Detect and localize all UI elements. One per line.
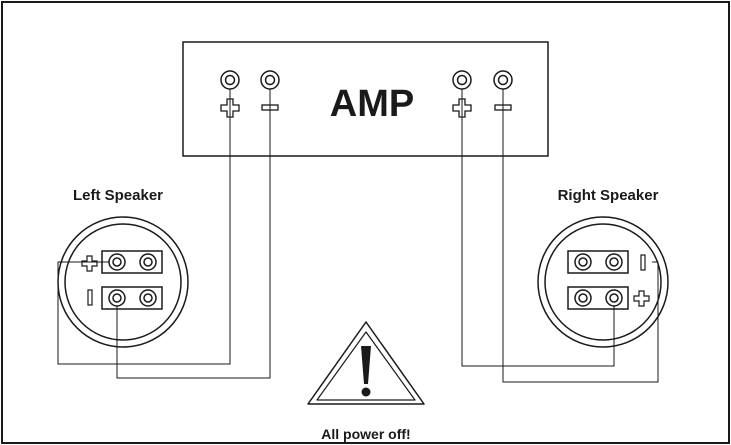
wire-left-negative bbox=[116, 89, 271, 379]
exclamation-dot bbox=[361, 387, 371, 397]
left-speaker-inner-ring bbox=[64, 223, 182, 341]
right-speaker-label: Right Speaker bbox=[558, 187, 659, 204]
right-speaker-inner-ring bbox=[544, 223, 662, 341]
amp-box bbox=[182, 41, 549, 157]
right-speaker-terminal-block-bottom bbox=[567, 286, 629, 310]
left-speaker-label: Left Speaker bbox=[73, 187, 163, 204]
right-speaker: Right Speaker bbox=[537, 187, 669, 348]
left-speaker: Left Speaker bbox=[57, 187, 189, 348]
plus-sign-icon bbox=[81, 255, 98, 272]
warning-triangle-inner bbox=[316, 331, 416, 401]
wires bbox=[57, 89, 659, 383]
right-speaker-outer-ring bbox=[537, 216, 669, 348]
wire-right-positive bbox=[461, 89, 615, 367]
minus-sign-icon bbox=[87, 289, 93, 306]
plus-sign-icon bbox=[633, 290, 650, 307]
left-speaker-outer-ring bbox=[57, 216, 189, 348]
minus-sign-icon bbox=[640, 254, 646, 271]
wire-left-positive bbox=[57, 89, 231, 365]
left-speaker-terminal-block-top bbox=[101, 250, 163, 274]
amp-title: AMP bbox=[330, 83, 414, 125]
warning-sign: All power off! bbox=[307, 321, 425, 442]
warning-text: All power off! bbox=[321, 426, 410, 442]
right-speaker-terminal-block-top bbox=[567, 250, 629, 274]
amplifier: AMP bbox=[182, 41, 549, 157]
left-speaker-terminal-block-bottom bbox=[101, 286, 163, 310]
wire-right-negative bbox=[502, 89, 659, 383]
exclamation-mark-icon bbox=[361, 346, 371, 384]
